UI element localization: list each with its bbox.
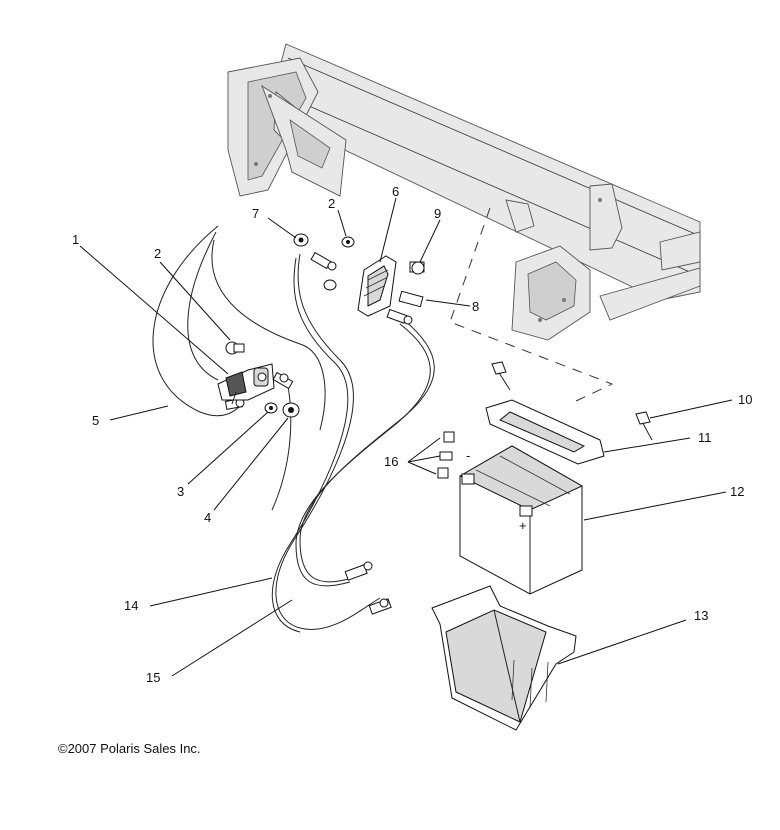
callout-15: 15 [146, 670, 160, 685]
callout-2-upper: 2 [328, 196, 335, 211]
callout-11: 11 [698, 430, 712, 445]
leader-lines [79, 197, 733, 677]
callout-2-left: 2 [154, 246, 161, 261]
fuse-block [357, 255, 397, 317]
callout-8: 8 [472, 299, 479, 314]
callout-3: 3 [177, 484, 184, 499]
callout-7: 7 [252, 206, 259, 221]
callout-labels: 1 2 2 3 4 5 6 7 8 9 10 11 12 13 14 15 16 [72, 184, 752, 685]
battery-cable-15 [271, 319, 435, 587]
callout-1: 1 [72, 232, 79, 247]
battery-box [431, 585, 577, 731]
negative-terminal-label: - [466, 448, 470, 463]
assembly-line-frame [449, 207, 614, 403]
callout-10: 10 [738, 392, 752, 407]
callout-4: 4 [204, 510, 211, 525]
ground-cable-14 [271, 253, 381, 633]
callout-13: 13 [694, 608, 708, 623]
starter-solenoid [217, 363, 275, 405]
callout-12: 12 [730, 484, 744, 499]
copyright-notice: ©2007 Polaris Sales Inc. [58, 741, 201, 756]
callout-16: 16 [384, 454, 398, 469]
chassis-frame [227, 43, 701, 341]
hold-down-bracket [485, 399, 605, 465]
hardware [225, 233, 653, 479]
callout-6: 6 [392, 184, 399, 199]
callout-9: 9 [434, 206, 441, 221]
callout-14: 14 [124, 598, 138, 613]
cable-harness-5 [152, 225, 326, 431]
callout-5: 5 [92, 413, 99, 428]
positive-terminal-label: + [519, 518, 527, 533]
battery: - + [458, 445, 584, 595]
